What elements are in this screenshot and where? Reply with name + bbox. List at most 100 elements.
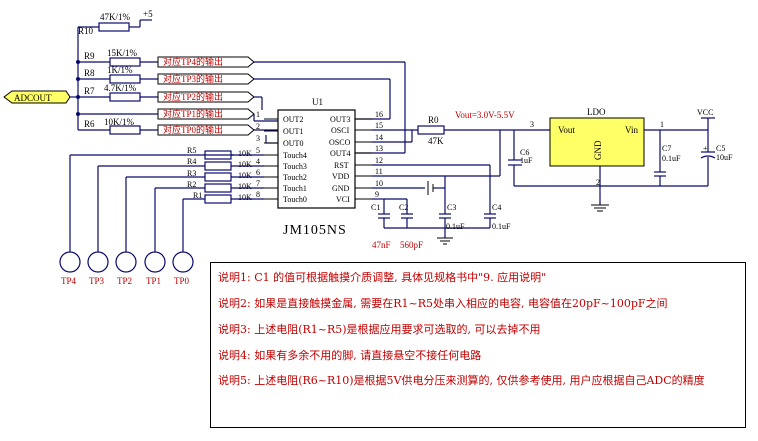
svg-text:VDD: VDD [332,172,350,181]
svg-text:47nF: 47nF [372,240,391,250]
vcc-label: VCC [697,108,713,117]
svg-text:10K: 10K [238,149,252,158]
r7-value: 4.7K/1% [104,83,137,93]
power-section: R0 47K Vout=3.0V-5.5V C6 1uF [371,107,733,250]
r0-resistor [417,125,445,135]
r7-ref: R7 [84,86,95,96]
divider-ladder: +5 R10 47K/1% R9 15K/1% R8 1K/1% R7 4.7K… [70,9,158,135]
svg-text:+: + [703,144,708,153]
svg-text:C3: C3 [447,203,456,212]
note-4: 说明4: 如果有多余不用的脚, 请直接悬空不接任何电路 [218,349,482,362]
svg-text:Touch2: Touch2 [283,173,307,182]
svg-text:Vin: Vin [625,125,638,135]
r3-ref: R3 [187,169,196,178]
r10-ref: R10 [78,26,94,36]
svg-text:C5: C5 [716,144,725,153]
svg-text:1: 1 [256,110,260,119]
chip-name: JM105NS [283,223,347,238]
svg-text:15: 15 [375,121,383,130]
note-1: 说明1: C1 的值可根据触摸介质调整, 具体见规格书中"9. 应用说明" [218,271,547,284]
svg-text:16: 16 [375,110,383,119]
svg-text:9: 9 [375,190,379,199]
svg-text:3: 3 [256,134,260,143]
svg-text:10uF: 10uF [716,153,733,162]
port-flag-tp1: 对应TP1的输出 [157,108,255,120]
chip-left-pins: 1 2 3 5 4 6 7 8 OUT2 OUT1 OUT0 Touch4 To… [256,110,307,204]
svg-text:LDO: LDO [587,107,606,117]
svg-text:OUT2: OUT2 [283,115,303,124]
port-flag-tp0: 对应TP0的输出 [157,124,255,136]
svg-text:对应TP4的输出: 对应TP4的输出 [163,56,223,67]
r10-resistor [98,22,130,32]
svg-text:Touch4: Touch4 [283,151,307,160]
svg-text:1uF: 1uF [520,156,533,165]
svg-text:11: 11 [375,167,383,176]
svg-text:OUT4: OUT4 [330,149,350,158]
svg-text:RST: RST [334,161,349,170]
vout-label: Vout=3.0V-5.5V [455,110,515,120]
svg-text:C7: C7 [662,144,671,153]
svg-text:10K: 10K [238,193,252,202]
port-flags: 对应TP4的输出 对应TP3的输出 对应TP2的输出 对应TP1的输出 对应TP… [157,56,255,136]
r9-ref: R9 [84,51,95,61]
r0-ref: R0 [428,115,439,125]
r1-ref: R1 [193,191,202,200]
r8-value: 1K/1% [107,65,133,75]
svg-text:OUT0: OUT0 [283,139,303,148]
r2-ref: R2 [187,180,196,189]
svg-text:14: 14 [375,133,383,142]
r8-ref: R8 [84,68,95,78]
svg-text:13: 13 [375,144,383,153]
svg-text:4: 4 [256,157,260,166]
svg-text:0.1uF: 0.1uF [662,154,681,163]
svg-text:5: 5 [256,146,260,155]
note-2: 说明2: 如果是直接触摸金属, 需要在R1~R5处串入相应的电容, 电容值在20… [218,297,668,310]
touch-pad-tp2 [115,251,137,273]
svg-text:10K: 10K [238,182,252,191]
touch-pad-tp1 [144,251,166,273]
svg-text:Touch3: Touch3 [283,162,307,171]
touch-pad-tp3 [87,251,109,273]
svg-text:TP1: TP1 [146,276,161,286]
svg-text:对应TP1的输出: 对应TP1的输出 [163,108,223,119]
svg-text:GND: GND [332,184,350,193]
svg-text:OUT1: OUT1 [283,127,303,136]
r10-value: 47K/1% [100,12,131,22]
svg-text:C1: C1 [371,203,380,212]
svg-text:C4: C4 [492,203,501,212]
svg-text:6: 6 [256,168,260,177]
adcout-label: ADCOUT [14,93,52,103]
chip-right-pins: 16 15 14 13 12 11 10 9 OUT3 OSCI OSCO OU… [329,110,383,204]
svg-text:1: 1 [660,120,664,129]
port-flag-tp4: 对应TP4的输出 [157,56,255,68]
svg-text:8: 8 [256,190,260,199]
svg-text:7: 7 [256,179,260,188]
svg-text:2: 2 [596,178,600,187]
svg-text:对应TP2的输出: 对应TP2的输出 [163,91,223,102]
r6-ref: R6 [84,119,95,129]
svg-text:TP4: TP4 [61,276,77,286]
touch-section: R5 10K R4 10K R3 10K R2 10K R1 10K [59,146,264,286]
note-5: 说明5: 上述电阻(R6~R10)是根据5V供电分压来测算的, 仅供参考使用, … [218,374,705,387]
svg-text:0.1uF: 0.1uF [492,222,511,231]
svg-text:10K: 10K [238,160,252,169]
supply-label: +5 [143,9,153,19]
svg-text:TP2: TP2 [117,276,132,286]
adcout-port: ADCOUT [3,90,71,104]
svg-text:C2: C2 [399,203,408,212]
svg-text:Touch1: Touch1 [283,184,307,193]
chip-ref: U1 [312,97,323,107]
notes-box: 说明1: C1 的值可根据触摸介质调整, 具体见规格书中"9. 应用说明" 说明… [210,262,746,428]
output-routing [253,61,406,154]
svg-text:TP3: TP3 [89,276,105,286]
svg-text:Vout: Vout [558,125,575,135]
svg-text:OSCI: OSCI [331,126,350,135]
r8-resistor [109,74,141,84]
note-3: 说明3: 上述电阻(R1~R5)是根据应用要求可选取的, 可以去掉不用 [218,323,541,336]
svg-text:10K: 10K [238,171,252,180]
chip-u1: U1 JM105NS 1 2 3 5 4 6 7 8 OUT2 OUT1 OUT… [256,97,383,238]
r4-ref: R4 [187,157,196,166]
r9-value: 15K/1% [107,48,138,58]
touch-pad-tp4 [59,251,81,273]
